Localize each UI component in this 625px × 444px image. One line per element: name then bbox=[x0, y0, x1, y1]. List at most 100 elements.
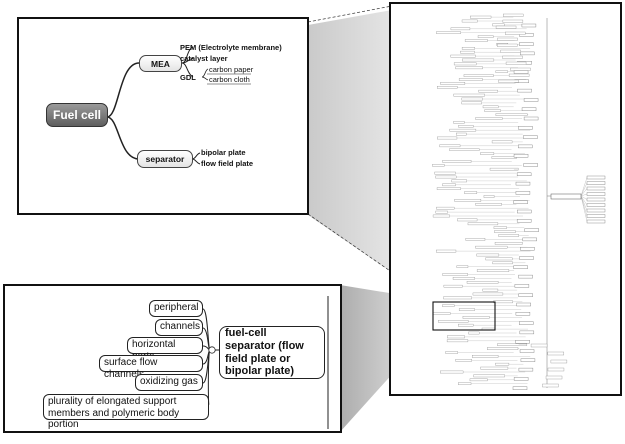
overview-node bbox=[510, 67, 531, 71]
overview-node bbox=[435, 175, 457, 179]
overview-link bbox=[580, 177, 588, 197]
overview-link bbox=[580, 188, 588, 197]
overview-node bbox=[446, 339, 469, 343]
overview-branch-node bbox=[523, 163, 538, 167]
bipolar-plate-label: bipolar plate bbox=[201, 148, 246, 157]
overview-branch-node bbox=[519, 321, 534, 325]
overview-node bbox=[468, 331, 480, 335]
mea-node[interactable]: MEA bbox=[139, 55, 182, 72]
overview-node bbox=[470, 15, 492, 19]
overview-node bbox=[492, 261, 513, 265]
overview-branch-node bbox=[523, 98, 539, 102]
overview-branch-node bbox=[520, 51, 535, 56]
overview-node bbox=[436, 31, 461, 34]
overview-branch-node bbox=[513, 200, 528, 204]
support-members-label: plurality of elongated support members a… bbox=[48, 396, 180, 430]
overview-node bbox=[449, 148, 480, 151]
overview-node bbox=[498, 234, 519, 237]
overview-node bbox=[445, 351, 458, 354]
mea-label: MEA bbox=[151, 58, 170, 69]
overview-node bbox=[500, 49, 521, 53]
overview-branch-node bbox=[514, 284, 530, 288]
overview-right-node bbox=[586, 214, 606, 218]
overview-node bbox=[547, 367, 565, 372]
overview-node bbox=[480, 152, 495, 155]
overview-node bbox=[453, 121, 465, 124]
overview-node bbox=[437, 136, 458, 140]
overview-node bbox=[462, 58, 495, 62]
support-members-node[interactable]: plurality of elongated support members a… bbox=[43, 394, 209, 430]
overview-right-node bbox=[586, 197, 606, 202]
separator-node[interactable]: separator bbox=[137, 150, 193, 168]
overview-node bbox=[453, 62, 477, 66]
overview-node bbox=[472, 292, 504, 296]
oxidizing-gas-label: oxidizing gas bbox=[140, 376, 198, 387]
overview-node bbox=[457, 218, 478, 222]
overview-node bbox=[449, 128, 477, 132]
oxidizing-gas-node[interactable]: oxidizing gas bbox=[135, 374, 203, 391]
peripheral-node[interactable]: peripheral bbox=[149, 300, 203, 317]
overview-branch-node bbox=[519, 42, 534, 46]
overview-node bbox=[493, 226, 507, 229]
overview-branch-node bbox=[515, 340, 530, 344]
overview-node bbox=[476, 269, 510, 272]
overview-node bbox=[458, 323, 474, 327]
overview-branch-node bbox=[521, 23, 537, 28]
overview-right-node bbox=[586, 175, 606, 180]
overview-node bbox=[450, 27, 471, 31]
overview-node bbox=[498, 79, 519, 83]
overview-node bbox=[502, 55, 523, 59]
overview-node bbox=[475, 203, 502, 206]
overview-node bbox=[495, 362, 510, 366]
overview-node bbox=[434, 171, 456, 175]
overview-node bbox=[456, 132, 467, 136]
overview-link bbox=[580, 195, 588, 206]
overview-node bbox=[436, 249, 457, 253]
overview-node bbox=[475, 117, 503, 120]
overview-link bbox=[580, 195, 588, 200]
overview-node bbox=[476, 253, 500, 257]
overview-highlight-box bbox=[432, 301, 496, 331]
overview-branch-node bbox=[519, 349, 535, 353]
horizontal-ports-node[interactable]: horizontal ports bbox=[127, 337, 203, 362]
fuel-cell-separator-node[interactable]: fuel-cell separator (flow field plate or… bbox=[219, 326, 325, 379]
overview-branch-node bbox=[515, 191, 531, 195]
overview-branch-node bbox=[512, 386, 528, 390]
overview-node bbox=[442, 304, 455, 307]
fuel-cell-node[interactable]: Fuel cell bbox=[46, 103, 108, 127]
overview-node bbox=[461, 19, 478, 23]
overview-node bbox=[483, 195, 495, 198]
overview-link bbox=[580, 193, 588, 197]
overview-branch-node bbox=[519, 256, 534, 260]
separator-detail-panel: peripheral channels horizontal ports sur… bbox=[3, 284, 342, 433]
overview-branch-node bbox=[513, 70, 529, 74]
overview-link bbox=[580, 195, 588, 211]
fuel-cell-panel: Fuel cell MEA PEM (Electrolyte membrane)… bbox=[17, 17, 309, 215]
overview-node bbox=[505, 31, 526, 35]
overview-branch-node bbox=[520, 246, 535, 251]
overview-node bbox=[442, 273, 468, 276]
overview-branch-node bbox=[515, 181, 531, 186]
overview-node bbox=[478, 89, 498, 93]
surface-flow-channels-node[interactable]: surface flow channels bbox=[99, 355, 203, 380]
overview-node bbox=[465, 238, 486, 241]
catalyst-layer-label: catalyst layer bbox=[180, 54, 228, 63]
separator-label: separator bbox=[145, 154, 185, 164]
overview-branch-node bbox=[517, 209, 532, 214]
overview-node bbox=[437, 86, 458, 89]
overview-node bbox=[530, 343, 548, 348]
carbon-cloth-label: carbon cloth bbox=[209, 75, 250, 84]
overview-right-node bbox=[586, 203, 606, 207]
overview-node bbox=[482, 105, 499, 109]
overview-node bbox=[440, 82, 466, 85]
channels-node[interactable]: channels bbox=[155, 319, 203, 336]
overview-node bbox=[443, 284, 463, 288]
overview-node bbox=[477, 35, 494, 38]
overview-node bbox=[435, 210, 448, 214]
overview-branch-node bbox=[513, 265, 528, 269]
overview-node bbox=[438, 320, 469, 323]
overview-node bbox=[461, 97, 483, 101]
overview-node bbox=[464, 39, 488, 42]
overview-node bbox=[443, 296, 472, 300]
overview-node bbox=[458, 125, 474, 128]
